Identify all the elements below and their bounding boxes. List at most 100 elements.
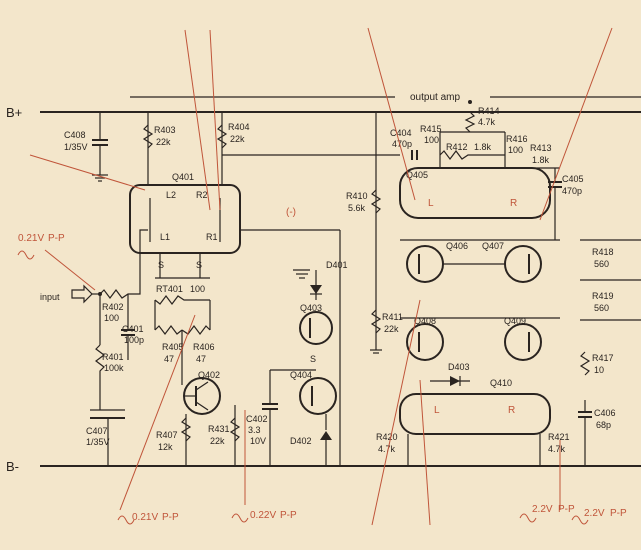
q405-r: R — [510, 198, 517, 209]
r402-value: 100 — [104, 313, 119, 323]
q405-l: L — [428, 198, 434, 209]
c408-value: 1/35V — [64, 142, 88, 152]
r414-ref: R414 — [478, 106, 500, 116]
q403-ref: Q403 — [300, 303, 322, 313]
pin-r1: R1 — [206, 232, 218, 242]
q404-level-sub: P-P — [280, 510, 297, 521]
c407-ref: C407 — [86, 426, 108, 436]
output-b-level: 2.2V — [584, 508, 605, 519]
q406-ref: Q406 — [446, 241, 468, 251]
c402-ref: C402 — [246, 414, 268, 424]
q407-ref: Q407 — [482, 241, 504, 251]
r416-value: 100 — [508, 145, 523, 155]
r401-value: 100k — [104, 363, 124, 373]
r421-ref: R421 — [548, 432, 570, 442]
output-amp-header: output amp — [130, 92, 641, 103]
c404-value: 470p — [392, 139, 412, 149]
r407-value: 12k — [158, 442, 173, 452]
r418-ref: R418 — [592, 247, 614, 257]
input-arrow-icon — [71, 284, 93, 304]
c402-value: 3.3 — [248, 425, 261, 435]
q405-pair: Q405 L R — [399, 167, 551, 219]
wave-icon-output-b — [571, 515, 589, 525]
r401-ref: R401 — [102, 352, 124, 362]
q410-r: R — [508, 405, 515, 416]
input-level: 0.21V — [18, 233, 44, 244]
r410-ref: R410 — [346, 191, 368, 201]
r403-ref: R403 — [154, 125, 176, 135]
q402-transistor: Q402 R407 12k R431 22k — [156, 370, 241, 466]
r417-ref: R417 — [592, 353, 614, 363]
q401-ref: Q401 — [172, 172, 194, 182]
r406-value: 47 — [196, 354, 206, 364]
wave-icon-output-a — [519, 513, 537, 523]
r418-value: 560 — [594, 259, 609, 269]
r419-ref: R419 — [592, 291, 614, 301]
q402-level: 0.21V — [132, 512, 158, 523]
q410-pair: Q410 L R R420 4.7k R421 4.7k — [376, 378, 570, 466]
r413-value: 1.8k — [532, 155, 550, 165]
b-plus-label: B+ — [6, 105, 22, 120]
output-b-level-sub: P-P — [610, 508, 627, 519]
d402-ref: D402 — [290, 436, 312, 446]
output-a-level: 2.2V — [532, 504, 553, 515]
d403-ref: D403 — [448, 362, 470, 372]
r404-ref: R404 — [228, 122, 250, 132]
q404-ref: Q404 — [290, 370, 312, 380]
r404-value: 22k — [230, 134, 245, 144]
r407-ref: R407 — [156, 430, 178, 440]
c408-ref: C408 — [64, 130, 86, 140]
d401-ref: D401 — [326, 260, 348, 270]
r419-value: 560 — [594, 303, 609, 313]
c405-ref: C405 — [562, 174, 584, 184]
q410-l: L — [434, 405, 440, 416]
r412-value: 1.8k — [474, 142, 492, 152]
pin-s-right: S — [196, 260, 202, 270]
input-stage: input R402 100 R401 100k C401 100p C407 … — [40, 112, 148, 466]
input-level-sub: P-P — [48, 233, 65, 244]
r420-ref: R420 — [376, 432, 398, 442]
q410-ref: Q410 — [490, 378, 512, 388]
rt401-ref: RT401 — [156, 284, 183, 294]
wave-icon-input — [17, 250, 35, 260]
r403-r404: R403 22k R404 22k — [142, 122, 400, 156]
q403-s: S — [310, 354, 316, 364]
r431-value: 22k — [210, 436, 225, 446]
r415-ref: R415 — [420, 124, 442, 134]
output-amp-title: output amp — [410, 92, 460, 103]
r415-value: 100 — [424, 135, 439, 145]
r403-value: 22k — [156, 137, 171, 147]
q402-ref: Q402 — [198, 370, 220, 380]
r410-value: 5.6k — [348, 203, 366, 213]
q401-fet-pair: Q401 L2 R2 L1 R1 S S — [129, 112, 341, 466]
pin-r2: R2 — [196, 190, 208, 200]
r416-ref: R416 — [506, 134, 528, 144]
r431-ref: R431 — [208, 424, 230, 434]
r405-ref: R405 — [162, 342, 184, 352]
q402-level-sub: P-P — [162, 512, 179, 523]
r405-value: 47 — [164, 354, 174, 364]
q404-level: 0.22V — [250, 510, 276, 521]
r421-value: 4.7k — [548, 444, 566, 454]
rt401-value: 100 — [190, 284, 205, 294]
q406-q407: Q406 Q407 — [400, 239, 560, 283]
c406-value: 68p — [596, 420, 611, 430]
c401-ref: C401 — [122, 324, 144, 334]
bias-network: RT401 100 R405 47 R406 47 — [154, 277, 215, 385]
pin-l1: L1 — [160, 232, 170, 242]
r412-ref: R412 — [446, 142, 468, 152]
r411-value: 22k — [384, 324, 399, 334]
r414-value: 4.7k — [478, 117, 496, 127]
c401-value: 100p — [124, 335, 144, 345]
c405-value: 470p — [562, 186, 582, 196]
q409-ref: Q409 — [504, 316, 526, 326]
minus-sign-label: (-) — [286, 207, 296, 218]
probe-annotations: 0.21V P-P 0.21V P-P 0.22V P-P 2.2V P-P 2… — [17, 27, 627, 526]
pin-s-left: S — [158, 260, 164, 270]
c406-ref: C406 — [594, 408, 616, 418]
constant-current-source: D401 Q403 S Q404 D402 C402 3.3 10V — [246, 260, 348, 466]
r410-r411: R410 5.6k R411 22k — [346, 112, 403, 354]
input-label: input — [40, 292, 60, 302]
r413-ref: R413 — [530, 143, 552, 153]
